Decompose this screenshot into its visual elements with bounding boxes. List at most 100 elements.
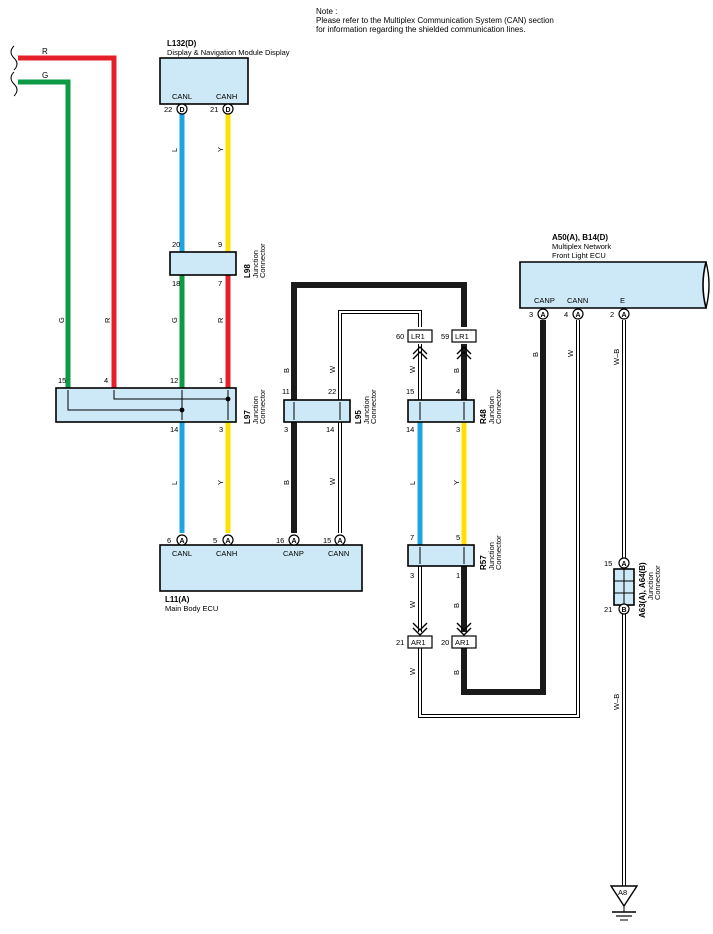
l11-pin-6-letter: A bbox=[179, 538, 184, 545]
wire-label-r-2: R bbox=[103, 317, 112, 323]
l11-name: Main Body ECU bbox=[165, 604, 218, 613]
wire-label-l-2: L bbox=[170, 481, 179, 485]
r57-box bbox=[407, 544, 475, 567]
r57-code: R57 bbox=[479, 555, 488, 570]
wire-label-w-5: W bbox=[408, 667, 417, 675]
r48-pin-3: 3 bbox=[456, 425, 460, 434]
a50-pin-canp: CANP bbox=[534, 296, 555, 305]
l132-pin-canl: CANL bbox=[172, 92, 192, 101]
a63-pin-15-num: 15 bbox=[604, 559, 612, 568]
l95-pin-3: 3 bbox=[284, 425, 288, 434]
a50-pin-4-letter: A bbox=[575, 312, 580, 319]
l98-line2: Connector bbox=[258, 243, 267, 278]
l98-pin-20: 20 bbox=[172, 240, 180, 249]
l95-pin-22: 22 bbox=[328, 387, 336, 396]
wire-black-ar1-a50 bbox=[461, 320, 546, 695]
ar1-arrow-2 bbox=[456, 622, 472, 636]
component-l98: 20 9 18 7 L98 Junction Connector bbox=[169, 240, 267, 288]
a50-pin-3-num: 3 bbox=[529, 310, 533, 319]
l95-pin-11: 11 bbox=[282, 387, 290, 396]
l11-pin-16-num: 16 bbox=[276, 536, 284, 545]
a50-pin-4 bbox=[572, 308, 584, 320]
ar1-arrow-1 bbox=[412, 622, 428, 636]
wire-label-b-4: B bbox=[452, 603, 461, 608]
l97-pin-1: 1 bbox=[219, 376, 223, 385]
a63-pin-21-num: 21 bbox=[604, 605, 612, 614]
l132-pin-21-num: 21 bbox=[210, 105, 218, 114]
red-green-wires bbox=[18, 55, 231, 388]
a63-pin-b-letter: B bbox=[621, 607, 626, 614]
blue-yellow-wires bbox=[179, 114, 467, 545]
a50-pin-3-letter: A bbox=[540, 312, 545, 319]
wire-label-l-1: L bbox=[170, 148, 179, 152]
l11-pin-6-num: 6 bbox=[167, 536, 171, 545]
l97-pin-4: 4 bbox=[104, 376, 108, 385]
l95-line1: Junction bbox=[362, 396, 371, 424]
l11-pin-canh: CANH bbox=[216, 549, 237, 558]
wire-label-r-top: R bbox=[42, 47, 48, 56]
l11-code: L11(A) bbox=[165, 595, 190, 604]
wire-label-wb-2: W–B bbox=[612, 694, 621, 710]
connector-ar1: 21 AR1 20 AR1 bbox=[396, 622, 477, 649]
a50-code: A50(A), B14(D) bbox=[552, 233, 608, 242]
a50-pin-2-num: 2 bbox=[610, 310, 614, 319]
wire-label-y-3: Y bbox=[452, 480, 461, 485]
l97-box bbox=[55, 387, 237, 423]
wire-label-b-3: B bbox=[452, 368, 461, 373]
l98-pin-9: 9 bbox=[218, 240, 222, 249]
wire-label-g-2: G bbox=[57, 317, 66, 323]
l98-line1: Junction bbox=[251, 250, 260, 278]
lr1-arrow-2 bbox=[456, 346, 472, 360]
component-l97: 15 4 12 1 14 3 L97 Junction Connector bbox=[55, 376, 267, 434]
wire-label-w-2: W bbox=[328, 477, 337, 485]
l132-pin-21-letter: D bbox=[225, 107, 230, 114]
l132-code: L132(D) bbox=[167, 39, 197, 48]
r57-line1: Junction bbox=[487, 542, 496, 570]
component-r48: 15 4 14 3 R48 Junction Connector bbox=[406, 387, 503, 434]
l132-name: Display & Navigation Module Display bbox=[167, 48, 290, 57]
wire-green bbox=[18, 79, 71, 388]
lr1-pin-60: 60 bbox=[396, 332, 404, 341]
ar1-box-2 bbox=[451, 635, 477, 649]
lr1-label-2: LR1 bbox=[455, 332, 469, 341]
l132-pin-22 bbox=[176, 103, 188, 115]
wire-label-b-6: B bbox=[531, 352, 540, 357]
l11-pin-5-letter: A bbox=[225, 538, 230, 545]
l95-code: L95 bbox=[354, 410, 363, 424]
l98-pin-18: 18 bbox=[172, 279, 180, 288]
a50-pin-e: E bbox=[620, 296, 625, 305]
r48-pin-15: 15 bbox=[406, 387, 414, 396]
l97-pin-12: 12 bbox=[170, 376, 178, 385]
wire-label-b-5: B bbox=[452, 670, 461, 675]
ground-a8: A8 bbox=[609, 885, 639, 921]
wire-label-b-1: B bbox=[282, 368, 291, 373]
l97-splice-1 bbox=[179, 407, 185, 413]
ground-triangle bbox=[609, 885, 639, 908]
a50-name-1: Multiplex Network bbox=[552, 242, 611, 251]
l97-pin-15: 15 bbox=[58, 376, 66, 385]
l97-splice-2 bbox=[225, 396, 231, 402]
component-r57: 7 5 3 1 R57 Junction Connector bbox=[407, 533, 503, 580]
wire-label-w-3: W bbox=[408, 365, 417, 373]
note-line-1: Please refer to the Multiplex Communicat… bbox=[316, 16, 554, 25]
l95-box bbox=[283, 399, 351, 423]
note-line-2: for information regarding the shielded c… bbox=[316, 25, 525, 34]
wire-label-g-top: G bbox=[42, 71, 48, 80]
r57-pin-5: 5 bbox=[456, 533, 460, 542]
wire-label-y-2: Y bbox=[216, 480, 225, 485]
l98-box bbox=[169, 251, 237, 276]
r48-code: R48 bbox=[479, 409, 488, 424]
a50-pin-cann: CANN bbox=[567, 296, 588, 305]
l97-internal-green bbox=[67, 390, 182, 411]
r48-box bbox=[407, 399, 475, 423]
l11-pin-cann: CANN bbox=[328, 549, 349, 558]
a50-pin-4-num: 4 bbox=[564, 310, 568, 319]
note-heading: Note : bbox=[316, 7, 337, 16]
r48-pin-14: 14 bbox=[406, 425, 414, 434]
connector-lr1: 60 LR1 59 LR1 bbox=[396, 329, 477, 360]
wire-label-w-1: W bbox=[328, 365, 337, 373]
wire-white-ar1-a50 bbox=[418, 320, 580, 718]
l11-pin-15-letter: A bbox=[337, 538, 342, 545]
l97-pin-14: 14 bbox=[170, 425, 178, 434]
